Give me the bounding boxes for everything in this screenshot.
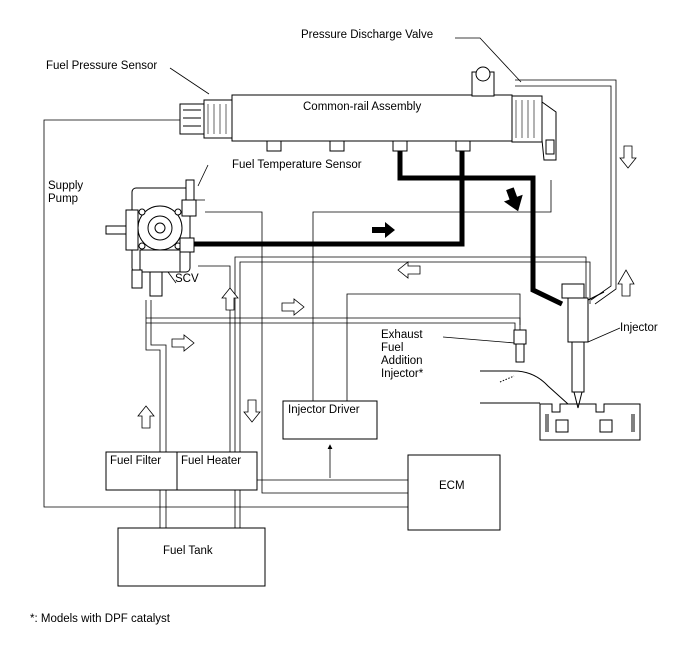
- flow-arrow-down-2: [243, 399, 261, 423]
- fuel-heater-box: [176, 451, 258, 491]
- fuel-filter-box: [105, 451, 178, 491]
- flow-arrow-up: [221, 287, 239, 311]
- supply-pump: [105, 179, 197, 297]
- pressure-discharge-valve: [511, 95, 557, 161]
- exhaust-injector-unit: [480, 329, 569, 405]
- fuel-pressure-sensor: [179, 99, 233, 139]
- high-pressure-lines: [190, 150, 564, 307]
- fuel-tank-label: Fuel Tank: [163, 545, 213, 557]
- flow-arrow-down: [503, 187, 523, 212]
- injector-driver-box: [282, 400, 378, 440]
- fuel-return-lines: [145, 79, 617, 528]
- scv-label: SCV: [175, 273, 199, 285]
- ecm-box: [407, 454, 501, 531]
- exhaust-fuel-addition-injector-label: Exhaust Fuel Addition Injector*: [381, 329, 424, 380]
- fuel-filter-label: Fuel Filter: [110, 455, 162, 467]
- fuel-temperature-sensor-label: Fuel Temperature Sensor: [232, 159, 362, 171]
- injector-label: Injector: [620, 322, 658, 334]
- ecm-label: ECM: [439, 480, 465, 492]
- injector-unit: [561, 283, 605, 409]
- signal-wires: [43, 37, 621, 508]
- pressure-discharge-valve-label: Pressure Discharge Valve: [301, 29, 434, 41]
- flow-arrow-right-2: [281, 298, 305, 316]
- component-boxes: [105, 400, 501, 587]
- flow-arrow-up-2: [137, 405, 155, 429]
- flow-arrows: [137, 145, 637, 429]
- flow-arrow-right-3: [171, 334, 195, 352]
- common-rail-label: Common-rail Assembly: [303, 101, 422, 113]
- flow-arrow-right: [372, 222, 395, 238]
- flow-arrow-up-3: [617, 269, 635, 297]
- flow-arrow-down-3: [619, 145, 637, 169]
- footnote: *: Models with DPF catalyst: [30, 613, 170, 625]
- fuel-heater-label: Fuel Heater: [181, 455, 242, 467]
- supply-pump-label: Supply Pump: [48, 180, 84, 205]
- flow-arrow-left: [397, 261, 421, 279]
- engine-block: [539, 403, 641, 441]
- common-rail-assembly: [231, 66, 513, 152]
- fuel-pressure-sensor-label: Fuel Pressure Sensor: [46, 60, 158, 72]
- fuel-tank-box: [117, 527, 266, 587]
- injector-driver-label: Injector Driver: [288, 404, 360, 416]
